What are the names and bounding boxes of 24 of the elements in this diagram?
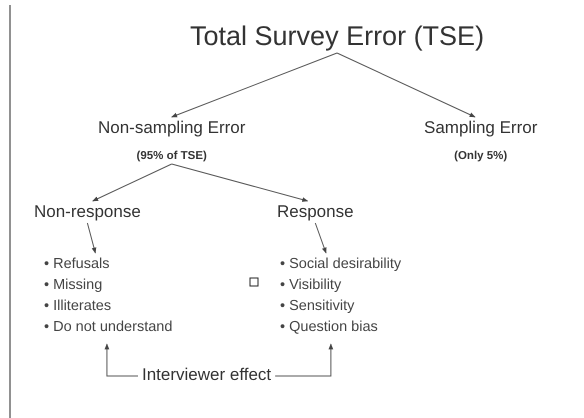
heading-text: Non-sampling Error [98,118,246,138]
heading-text: Total Survey Error (TSE) [190,20,484,52]
list-item: • Refusals [44,255,111,274]
heading-text: Sampling Error [424,118,538,138]
heading-text: Response [277,202,354,222]
list-item: • Do not understand [44,318,172,337]
arrow [171,52,338,118]
arrow [86,222,96,254]
arrow [104,343,138,376]
list-item: • Sensitivity [280,297,356,316]
arrow [92,164,172,202]
list-item: • Illiterates [44,297,112,316]
list-item: • Question bias [280,318,379,337]
arrow [171,164,308,202]
list-item: • Missing [44,276,104,295]
arrow [336,52,476,118]
heading-text: Non-response [34,202,141,222]
percentage-note: (95% of TSE) [136,149,208,163]
list-item: • Visibility [280,276,342,295]
percentage-note: (Only 5%) [453,149,508,163]
arrow [314,222,327,254]
heading-text: Interviewer effect [142,365,272,385]
arrow [274,343,334,376]
list-item: • Social desirability [280,255,402,274]
